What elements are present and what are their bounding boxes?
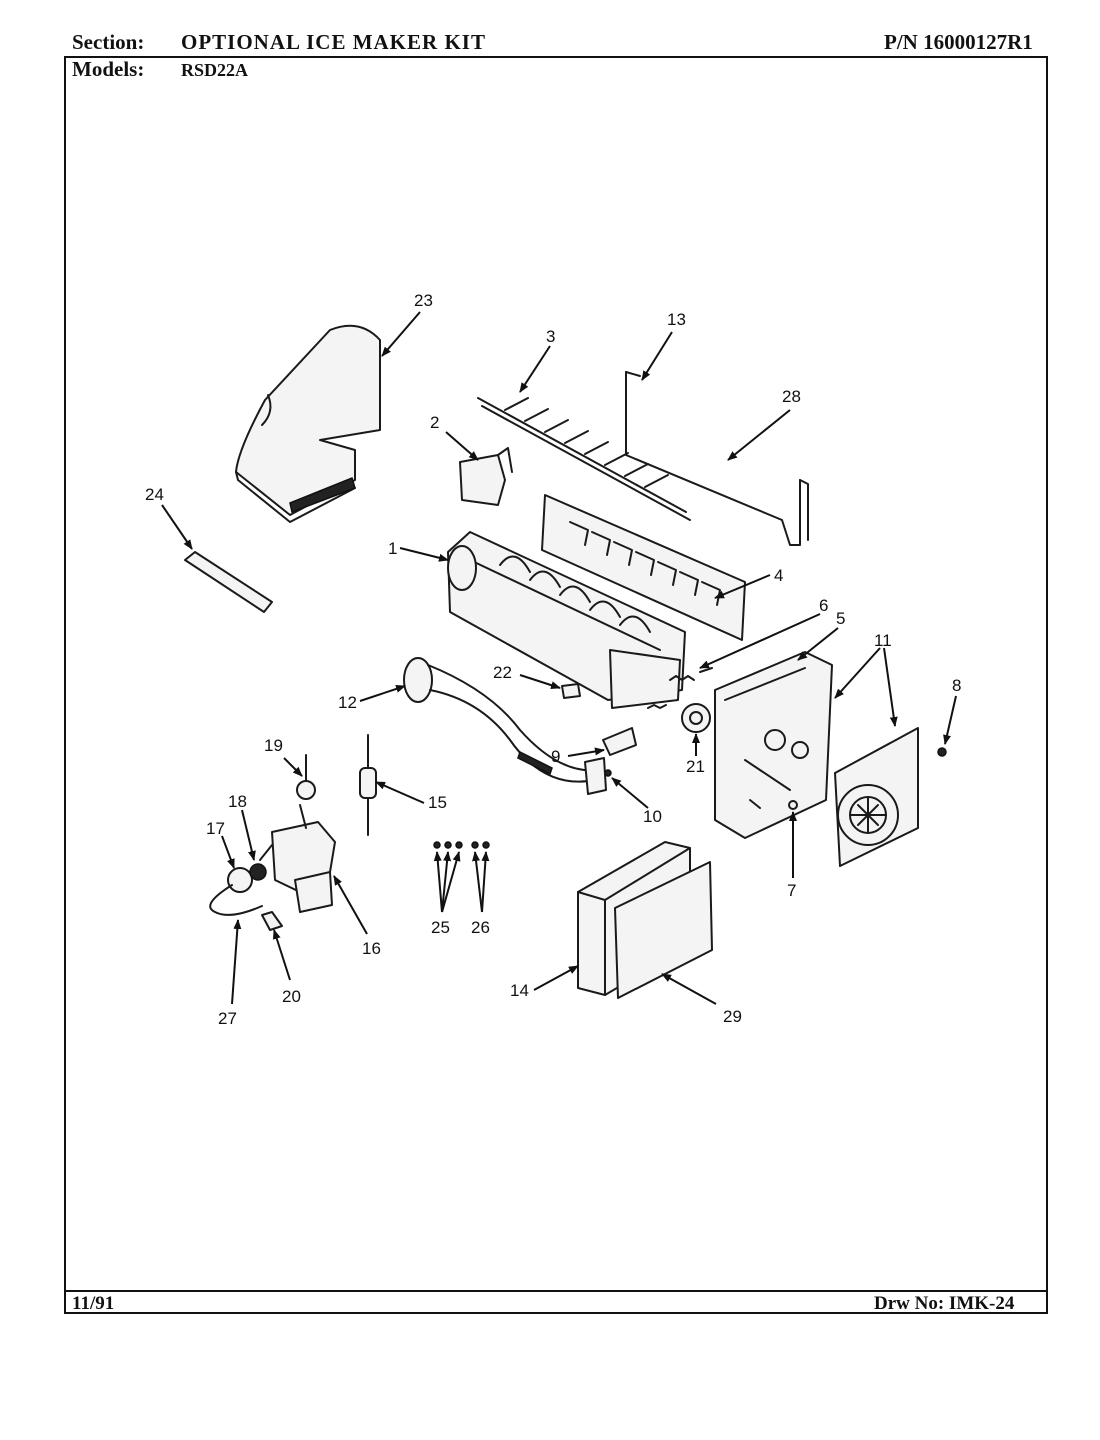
callout-27: 27 [218,1009,237,1028]
part-23-bin-cover [235,324,381,523]
section-label: Section: [72,30,145,54]
part-21-cam [681,703,711,733]
callout-9: 9 [551,747,560,766]
part-11-motor-plate [834,727,919,867]
part-9-bracket [602,704,667,756]
part-15-fitting [359,734,377,836]
callout-20: 20 [282,987,301,1006]
part-26-screws [471,841,490,849]
callout-14: 14 [510,981,529,1000]
part-16-water-valve [259,804,336,913]
drawing-number: Drw No: IMK-24 [874,1293,1015,1314]
part-27-tube [209,884,263,916]
section-title: OPTIONAL ICE MAKER KIT [181,30,486,54]
part-3-ejector [477,397,691,521]
callout-28: 28 [782,387,801,406]
part-13-28-plate [625,371,809,546]
callout-13: 13 [667,310,686,329]
part-5-housing [714,651,833,839]
callout-4: 4 [774,566,783,585]
part-19-grommet [296,754,316,800]
part-number: P/N 16000127R1 [884,30,1033,54]
part-7-screw [788,800,798,810]
callout-26: 26 [471,918,490,937]
callout-24: 24 [145,485,164,504]
callout-12: 12 [338,693,357,712]
leader-lines [161,311,957,1005]
callout-16: 16 [362,939,381,958]
part-18-sleeve [249,863,267,881]
callout-11: 11 [874,631,892,650]
part-6-spring [669,667,713,681]
models-value: RSD22A [181,60,249,80]
part-17-nut [227,867,253,893]
part-2-bracket [459,447,513,506]
part-12-harness [403,657,607,795]
callout-19: 19 [264,736,283,755]
footer-rule [64,1290,1048,1292]
callout-6: 6 [819,596,828,615]
callout-labels: 1 2 3 4 5 6 7 8 9 10 11 12 13 14 15 16 1… [145,291,961,1028]
callout-22: 22 [493,663,512,682]
callout-1: 1 [388,539,397,558]
callout-18: 18 [228,792,247,811]
callout-5: 5 [836,609,845,628]
part-8-screw [937,747,947,757]
part-20-clamp [261,911,283,931]
callout-15: 15 [428,793,447,812]
drawing-frame [64,56,1048,1314]
part-24-rod [184,551,273,613]
callout-21: 21 [686,757,705,776]
part-1-ice-mold [447,531,686,709]
callout-3: 3 [546,327,555,346]
part-22-clip [561,683,581,699]
callout-8: 8 [952,676,961,695]
callout-17: 17 [206,819,225,838]
part-4-stripper [541,494,746,641]
callout-7: 7 [787,881,796,900]
callout-10: 10 [643,807,662,826]
part-29-pad [614,861,713,999]
callout-23: 23 [414,291,433,310]
callout-29: 29 [723,1007,742,1026]
models-label: Models: [72,57,145,81]
callout-2: 2 [430,413,439,432]
footer-date: 11/91 [72,1293,115,1314]
part-25-screws [433,841,463,849]
callout-25: 25 [431,918,450,937]
